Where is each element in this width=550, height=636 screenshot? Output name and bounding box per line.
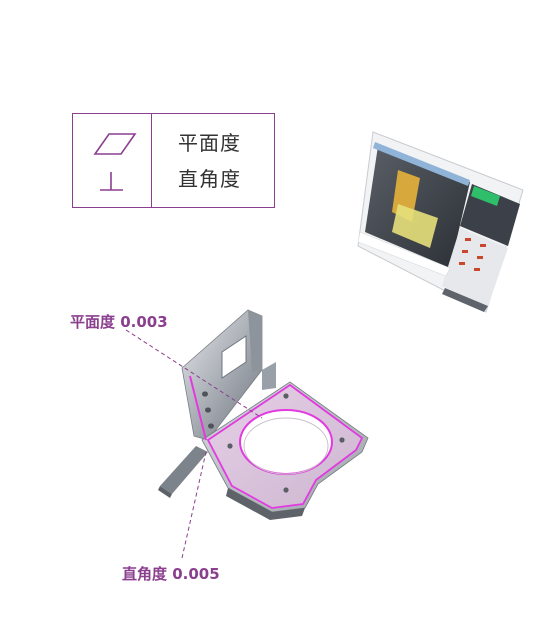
legend-icons-svg: [93, 133, 137, 191]
tolerance-legend: 平面度 直角度: [72, 113, 275, 208]
legend-label-flatness: 平面度: [178, 130, 241, 155]
flatness-callout-label: 平面度 0.003: [70, 313, 168, 331]
software-screen-thumbnail: [357, 131, 524, 313]
perpendicularity-callout-label: 直角度 0.005: [122, 565, 220, 583]
flatness-icon: [93, 133, 137, 155]
bracket-part: [158, 309, 369, 520]
legend-icon-column: [73, 114, 152, 207]
flatness-leader-line: [125, 329, 263, 419]
perpendicularity-icon: [100, 172, 123, 191]
legend-label-column: 平面度 直角度: [152, 114, 274, 207]
legend-label-perpendicularity: 直角度: [178, 166, 241, 191]
perpendicularity-highlight: [189, 375, 207, 441]
